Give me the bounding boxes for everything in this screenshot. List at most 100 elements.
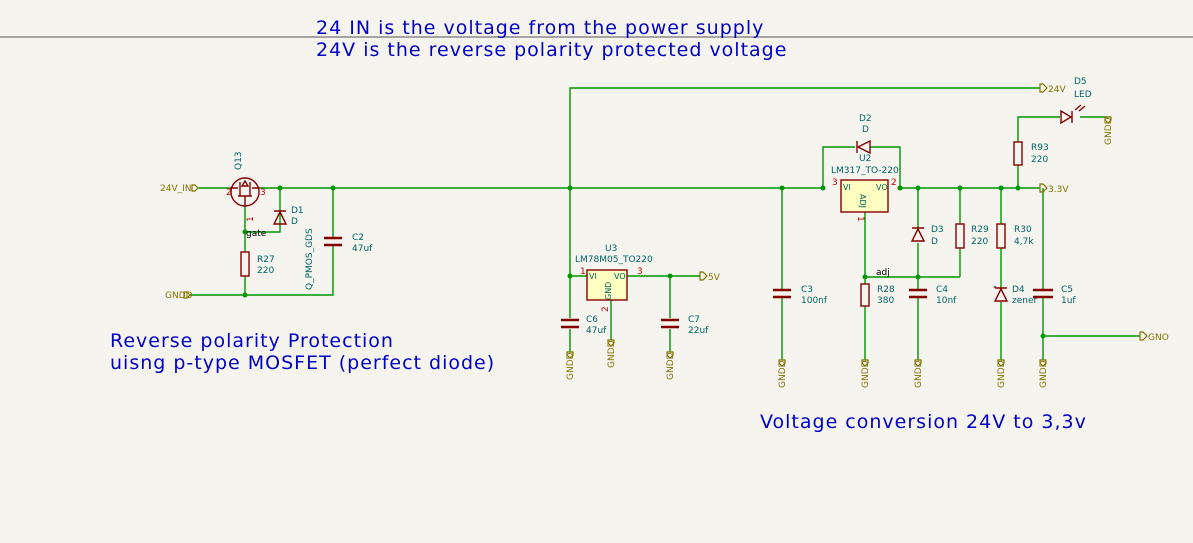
net-label-gno[interactable]: GNO	[1139, 331, 1169, 343]
svg-text:D: D	[862, 125, 869, 135]
svg-text:VI: VI	[843, 183, 851, 192]
svg-text:D4: D4	[1012, 285, 1025, 295]
capacitor-c4[interactable]: C4 10nf	[909, 285, 957, 306]
svg-text:R30: R30	[1014, 225, 1032, 235]
gndd-symbol-d4[interactable]: GNDD	[997, 359, 1007, 388]
svg-text:1: 1	[580, 267, 586, 277]
svg-text:GNO: GNO	[1148, 333, 1169, 343]
svg-text:GNDD: GNDD	[1104, 117, 1114, 145]
resistor-r93[interactable]: R93 220	[1013, 141, 1049, 166]
capacitor-c7[interactable]: C7 22uf	[661, 315, 709, 336]
svg-text:D: D	[291, 217, 298, 227]
svg-text:U3: U3	[605, 244, 617, 254]
note-protection-1[interactable]: Reverse polarity Protection	[110, 330, 394, 352]
svg-text:GND: GND	[604, 282, 613, 300]
svg-text:2: 2	[226, 188, 232, 198]
svg-text:3: 3	[832, 178, 838, 188]
svg-text:ADJ: ADJ	[858, 194, 867, 208]
led-d5[interactable]: D5 LED	[1060, 77, 1092, 125]
diode-d2[interactable]: D2 D	[856, 114, 872, 155]
svg-text:zener: zener	[1012, 296, 1038, 306]
note-protection-2[interactable]: uisng p-type MOSFET (perfect diode)	[110, 352, 495, 374]
svg-text:24V: 24V	[1048, 85, 1066, 95]
note-conversion[interactable]: Voltage conversion 24V to 3,3v	[760, 411, 1087, 433]
gndd-symbol-c6[interactable]: GNDD	[566, 351, 576, 380]
resistor-r27[interactable]: R27 220	[240, 251, 275, 277]
svg-text:R29: R29	[971, 225, 989, 235]
svg-text:1uf: 1uf	[1061, 296, 1076, 306]
svg-text:380: 380	[877, 296, 894, 306]
svg-text:47uf: 47uf	[586, 326, 607, 336]
svg-text:R27: R27	[257, 255, 275, 265]
gndd-symbol-c7[interactable]: GNDD	[666, 351, 676, 380]
svg-text:Q_PMOS_GDS: Q_PMOS_GDS	[305, 228, 315, 290]
svg-text:1: 1	[246, 216, 256, 222]
svg-text:1: 1	[855, 216, 865, 222]
svg-text:100nf: 100nf	[801, 296, 828, 306]
svg-text:2: 2	[891, 178, 897, 188]
svg-text:C2: C2	[352, 233, 364, 243]
svg-text:R28: R28	[877, 285, 895, 295]
capacitor-c3[interactable]: C3 100nf	[773, 285, 828, 306]
resistor-r28[interactable]: R28 380	[860, 283, 895, 307]
gndd-symbol-r28[interactable]: GNDD	[861, 359, 871, 388]
svg-text:LM78M05_TO220: LM78M05_TO220	[575, 255, 653, 265]
svg-text:220: 220	[257, 266, 274, 276]
svg-text:GNDD: GNDD	[778, 360, 788, 388]
svg-text:LM317_TO-220: LM317_TO-220	[831, 166, 899, 176]
zener-diode-d4[interactable]: D4 zener	[993, 285, 1038, 306]
svg-text:C7: C7	[688, 315, 700, 325]
svg-text:Q13: Q13	[234, 151, 244, 170]
gndd-symbol-u3[interactable]: GNDD	[607, 339, 617, 368]
net-label-24v-in[interactable]: 24V_IN	[160, 184, 199, 194]
net-label-gate[interactable]: gate	[246, 229, 267, 239]
svg-text:GNDD: GNDD	[566, 352, 576, 380]
svg-text:D5: D5	[1074, 77, 1087, 87]
resistor-r30[interactable]: R30 4,7k	[996, 223, 1034, 249]
svg-text:C6: C6	[586, 315, 598, 325]
gndd-symbol-c5[interactable]: GNDD	[1039, 359, 1049, 388]
svg-text:2: 2	[601, 306, 611, 312]
svg-text:47uf: 47uf	[352, 244, 373, 254]
resistor-r29[interactable]: R29 220	[955, 223, 989, 249]
diode-d3[interactable]: D3 D	[910, 225, 944, 247]
svg-text:U2: U2	[859, 154, 871, 164]
svg-text:GNDD: GNDD	[861, 360, 871, 388]
wires[interactable]	[190, 87, 1140, 360]
capacitor-c5[interactable]: C5 1uf	[1033, 285, 1076, 306]
net-label-3v3[interactable]: 3.3V	[1039, 183, 1069, 195]
gndd-symbol-led[interactable]: GNDD	[1104, 116, 1114, 145]
svg-text:3.3V: 3.3V	[1048, 185, 1069, 195]
capacitor-c6[interactable]: C6 47uf	[561, 315, 607, 336]
svg-text:D1: D1	[291, 206, 304, 216]
note-line1[interactable]: 24 IN is the voltage from the power supp…	[316, 17, 764, 39]
capacitor-c2[interactable]: C2 47uf	[324, 233, 373, 254]
svg-text:D3: D3	[931, 225, 944, 235]
svg-text:C4: C4	[936, 285, 948, 295]
mosfet-q13[interactable]: Q13 2 3 1 Q_PMOS_GDS	[226, 151, 315, 290]
regulator-u3[interactable]: U3 LM78M05_TO220 VI VO GND 1 3 2	[575, 244, 653, 312]
svg-text:GNDD: GNDD	[607, 340, 617, 368]
svg-text:220: 220	[1031, 155, 1048, 165]
svg-text:24V_IN: 24V_IN	[160, 184, 192, 194]
note-line2[interactable]: 24V is the reverse polarity protected vo…	[316, 39, 787, 61]
gndd-symbol-c4[interactable]: GNDD	[914, 359, 924, 388]
gndd-symbol-c3[interactable]: GNDD	[778, 359, 788, 388]
svg-text:D2: D2	[859, 114, 872, 124]
svg-text:5V: 5V	[708, 273, 721, 283]
net-label-5v[interactable]: 5V	[699, 271, 721, 283]
regulator-u2[interactable]: U2 LM317_TO-220 VI VO ADJ 3 2 1	[831, 154, 899, 222]
svg-text:10nf: 10nf	[936, 296, 957, 306]
net-label-24v[interactable]: 24V	[1039, 83, 1066, 95]
svg-text:220: 220	[971, 237, 988, 247]
svg-text:VO: VO	[876, 183, 888, 192]
svg-text:GNDD: GNDD	[1039, 360, 1049, 388]
svg-text:GNDD: GNDD	[666, 352, 676, 380]
svg-text:3: 3	[637, 267, 643, 277]
net-label-gndd-left[interactable]: GNDD	[165, 291, 193, 301]
svg-text:VI: VI	[589, 272, 597, 281]
net-label-adj[interactable]: adj	[876, 268, 890, 278]
diode-d1[interactable]: D1 D	[272, 206, 304, 227]
svg-text:GNDD: GNDD	[997, 360, 1007, 388]
